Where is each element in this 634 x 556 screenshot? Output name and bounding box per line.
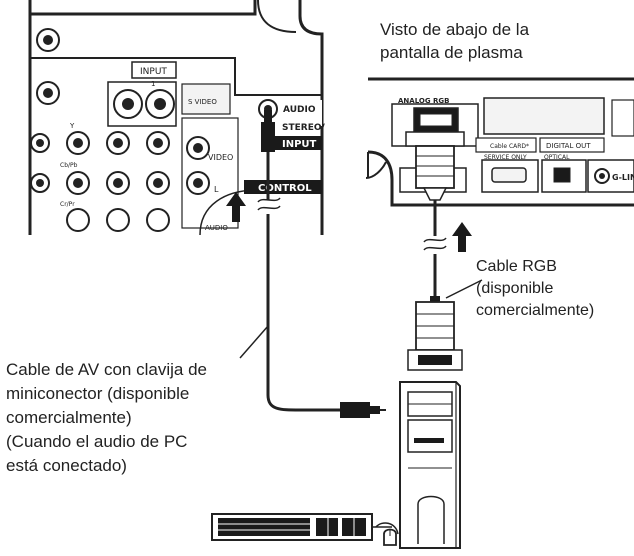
input-box-label: INPUT [282, 139, 317, 150]
up-arrows [226, 192, 472, 252]
plasma-view-line-2: pantalla de plasma [380, 43, 523, 62]
av-plug-bottom [340, 402, 386, 418]
audio-label: AUDIO [283, 105, 316, 115]
stereo-label: STEREO/ [282, 123, 325, 133]
g-link-label: G-LINK [612, 173, 634, 182]
av-cable-line-1: Cable de AV con clavija de [6, 360, 207, 379]
rgb-cable-line-2: (disponible [476, 280, 554, 297]
pc-tower [399, 381, 461, 549]
control-label: CONTROL [258, 183, 312, 194]
av-cable-caption: Cable de AV con clavija de miniconector … [6, 358, 207, 478]
av-cable-line-3: comercialmente) [6, 408, 132, 427]
rgb-cable-line-3: comercialmente) [476, 302, 595, 319]
receiver-rear-panel [28, 0, 324, 235]
vga-plug-bottom [407, 296, 463, 371]
av-plug-top [261, 110, 275, 152]
receiver-rca-jacks [30, 28, 210, 232]
av-cable-line-2: miniconector (disponible [6, 384, 190, 403]
video-label: VIDEO [208, 153, 233, 162]
input-label: INPUT [140, 67, 167, 77]
rgb-cable-line-1: Cable RGB [476, 258, 557, 275]
receiver-audio-input-block: AUDIO STEREO/ INPUT CONTROL [244, 99, 325, 194]
rgb-cable-caption: Cable RGB (disponible comercialmente) [476, 256, 594, 322]
cr-pr-label: Cr/Pr [60, 201, 75, 208]
av-cable-line-4: (Cuando el audio de PC [6, 432, 188, 451]
receiver-labels: INPUT 1 S VIDEO VIDEO L AUDIO Y Cb/Pb Cr… [60, 67, 233, 232]
l-label: L [214, 185, 219, 194]
plasma-view-caption: Visto de abajo de la pantalla de plasma [380, 18, 529, 64]
plasma-view-line-1: Visto de abajo de la [380, 20, 530, 39]
vga-plug-top [405, 107, 465, 201]
cable-card-label: Cable CARD* [490, 143, 529, 150]
input-number: 1 [151, 80, 155, 88]
digital-out-label: DIGITAL OUT [546, 142, 591, 150]
y-label: Y [69, 122, 75, 130]
mouse [383, 528, 397, 546]
s-video-label: S VIDEO [188, 98, 217, 106]
receiver-svideo-block [107, 61, 259, 236]
service-only-label: SERVICE ONLY [484, 154, 527, 161]
cb-pb-label: Cb/Pb [60, 162, 78, 169]
av-cable-line-5: está conectado) [6, 456, 127, 475]
optical-label: OPTICAL [544, 154, 570, 161]
plasma-labels: ANALOG RGB Cable CARD* DIGITAL OUT SERVI… [398, 97, 634, 182]
keyboard [211, 513, 373, 541]
leader-lines [239, 279, 483, 359]
cables [257, 150, 447, 535]
audio-small-label: AUDIO [205, 224, 228, 232]
analog-rgb-label: ANALOG RGB [398, 97, 450, 105]
